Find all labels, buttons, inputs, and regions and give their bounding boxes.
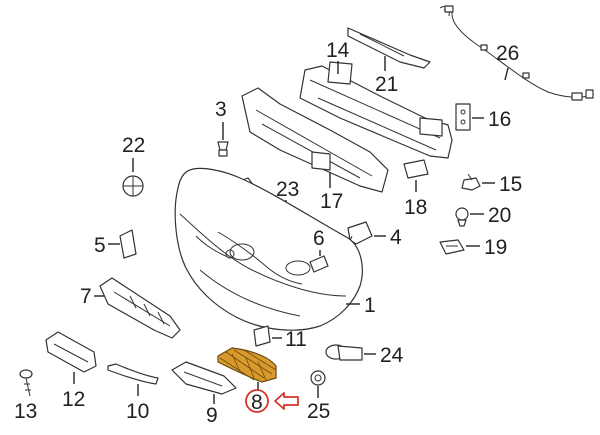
callout-4: 4 (390, 226, 402, 249)
part-18-clip (403, 159, 429, 179)
callout-3: 3 (215, 98, 227, 121)
callout-11: 11 (285, 328, 307, 351)
part-7-lower-support (99, 277, 181, 339)
callout-6: 6 (313, 227, 325, 250)
callout-12: 12 (62, 388, 85, 411)
part-13-screw (19, 369, 33, 397)
callout-10: 10 (126, 400, 149, 423)
part-24-parking-sensor (325, 344, 363, 361)
part-11-bracket (253, 325, 271, 347)
callout-24: 24 (380, 344, 404, 367)
callout-25: 25 (307, 400, 330, 423)
callout-23: 23 (276, 178, 299, 201)
callout-18: 18 (404, 196, 427, 219)
part-19-bracket (439, 239, 465, 255)
callout-8: 8 (251, 391, 263, 414)
callout-17: 17 (320, 190, 343, 213)
part-3-clip (217, 141, 229, 157)
callout-15: 15 (499, 173, 522, 196)
callout-9: 9 (206, 404, 218, 427)
callout-21: 21 (375, 73, 398, 96)
part-22-emblem (122, 175, 144, 197)
part-15-nut (461, 173, 481, 191)
part-25-sensor-ring (310, 370, 326, 386)
callout-16: 16 (488, 108, 511, 131)
pointer-arrow-icon (274, 392, 299, 410)
callout-26: 26 (496, 42, 519, 65)
part-26-wiring-harness (439, 5, 594, 101)
part-5-reflector (119, 229, 137, 259)
callout-7: 7 (80, 285, 92, 308)
part-16-bracket (455, 103, 471, 131)
callout-1: 1 (364, 294, 376, 317)
callout-14: 14 (326, 39, 350, 62)
callout-13: 13 (14, 400, 37, 423)
callout-20: 20 (488, 204, 511, 227)
callout-5: 5 (94, 234, 106, 257)
part-9-lower-trim (171, 361, 237, 395)
callout-22: 22 (122, 134, 145, 157)
part-10-trim-strip (107, 363, 159, 385)
highlight-ring (245, 389, 269, 413)
part-12-license-plate-base (45, 331, 97, 373)
part-1-bumper-cover (174, 167, 363, 331)
callout-19: 19 (484, 236, 507, 259)
part-8-lower-grille (217, 347, 277, 383)
part-21-upper-bracket (347, 27, 431, 69)
part-17-lower-beam (241, 87, 389, 193)
part-6-tow-cover (309, 255, 329, 273)
part-20-grommet (455, 207, 469, 227)
part-17-bumper-carrier (299, 61, 453, 159)
